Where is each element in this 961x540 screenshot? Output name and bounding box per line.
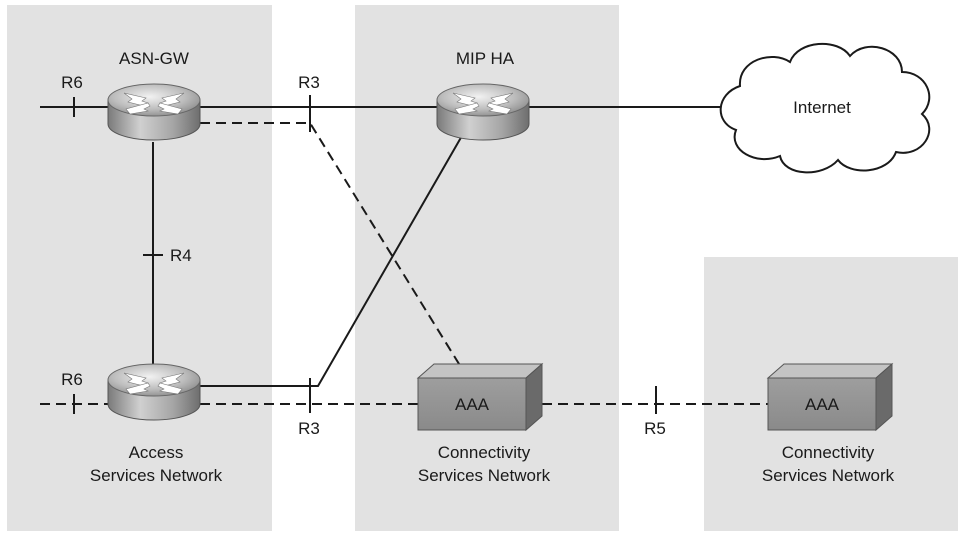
access-mip-ha-link (200, 133, 464, 387)
csn1-region-label-line2: Services Network (418, 466, 551, 485)
r3-top-label: R3 (298, 73, 320, 92)
r5-label: R5 (644, 419, 666, 438)
r4-label: R4 (170, 246, 192, 265)
aaa-csn1-label: AAA (455, 395, 490, 414)
internet-cloud (719, 43, 931, 174)
asn-region-label-line2: Services Network (90, 466, 223, 485)
access-router (107, 363, 201, 421)
aaa-box-csn1 (416, 362, 544, 432)
internet-label: Internet (793, 98, 851, 117)
csn2-region-label-line2: Services Network (762, 466, 895, 485)
mip-ha-label: MIP HA (456, 49, 515, 68)
csn2-region-label-line1: Connectivity (782, 443, 875, 462)
csn1-region-label-line1: Connectivity (438, 443, 531, 462)
asn-gw-router (107, 83, 201, 141)
r6-bottom-label: R6 (61, 370, 83, 389)
r3-bottom-label: R3 (298, 419, 320, 438)
mip-ha-router (436, 83, 530, 141)
aaa-box-csn2 (766, 362, 894, 432)
asn-gw-label: ASN-GW (119, 49, 189, 68)
r6-top-label: R6 (61, 73, 83, 92)
aaa-csn2-label: AAA (805, 395, 840, 414)
asn-region-label-line1: Access (129, 443, 184, 462)
asn-gw-aaa-dashed-link (200, 122, 465, 373)
